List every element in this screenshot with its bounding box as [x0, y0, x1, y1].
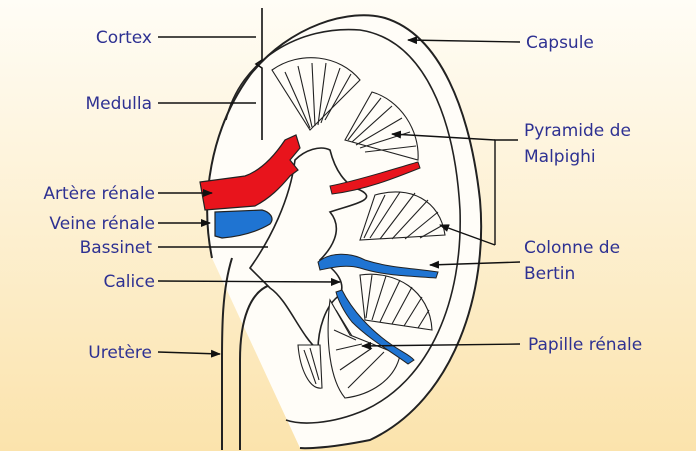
pyramid-4: [359, 273, 433, 331]
label-cortex: Cortex: [96, 28, 152, 48]
cortex-bracket: [254, 8, 263, 140]
label-capsule: Capsule: [526, 33, 594, 53]
pyramide-leader-2: [439, 224, 496, 246]
renal-artery-branch: [329, 161, 421, 195]
capsule-leader: [407, 36, 521, 45]
leader-lines: [157, 36, 521, 358]
label-bassinet: Bassinet: [80, 238, 153, 258]
ureter: [221, 257, 271, 450]
pyramid-3: [359, 191, 446, 241]
uretere-leader: [157, 349, 221, 358]
renal-vein-branch-1: [317, 253, 439, 279]
papille-leader: [361, 341, 521, 350]
label-papille-renale: Papille rénale: [528, 335, 642, 355]
renal-artery: [199, 134, 301, 211]
label-pyramide-line1: Pyramide de: [524, 121, 631, 141]
pyramid-6: [297, 344, 323, 389]
label-uretere: Uretère: [88, 343, 152, 363]
pyramide-leader-1: [391, 130, 496, 141]
renal-vein-branch-2: [335, 289, 415, 365]
renal-vein: [214, 209, 273, 239]
pyramid-2: [344, 91, 419, 161]
pyramid-1: [271, 57, 361, 131]
label-veine-renale: Veine rénale: [49, 214, 155, 234]
label-calice: Calice: [103, 272, 155, 292]
colonne-leader: [429, 260, 521, 269]
label-colonne-line2: Bertin: [524, 264, 575, 284]
calice-leader: [157, 277, 341, 286]
cortex-boundary: [225, 28, 461, 424]
label-pyramide-line2: Malpighi: [524, 147, 596, 167]
label-colonne-line1: Colonne de: [524, 238, 620, 258]
label-artere-renale: Artère rénale: [43, 184, 155, 204]
label-medulla: Medulla: [85, 94, 152, 114]
